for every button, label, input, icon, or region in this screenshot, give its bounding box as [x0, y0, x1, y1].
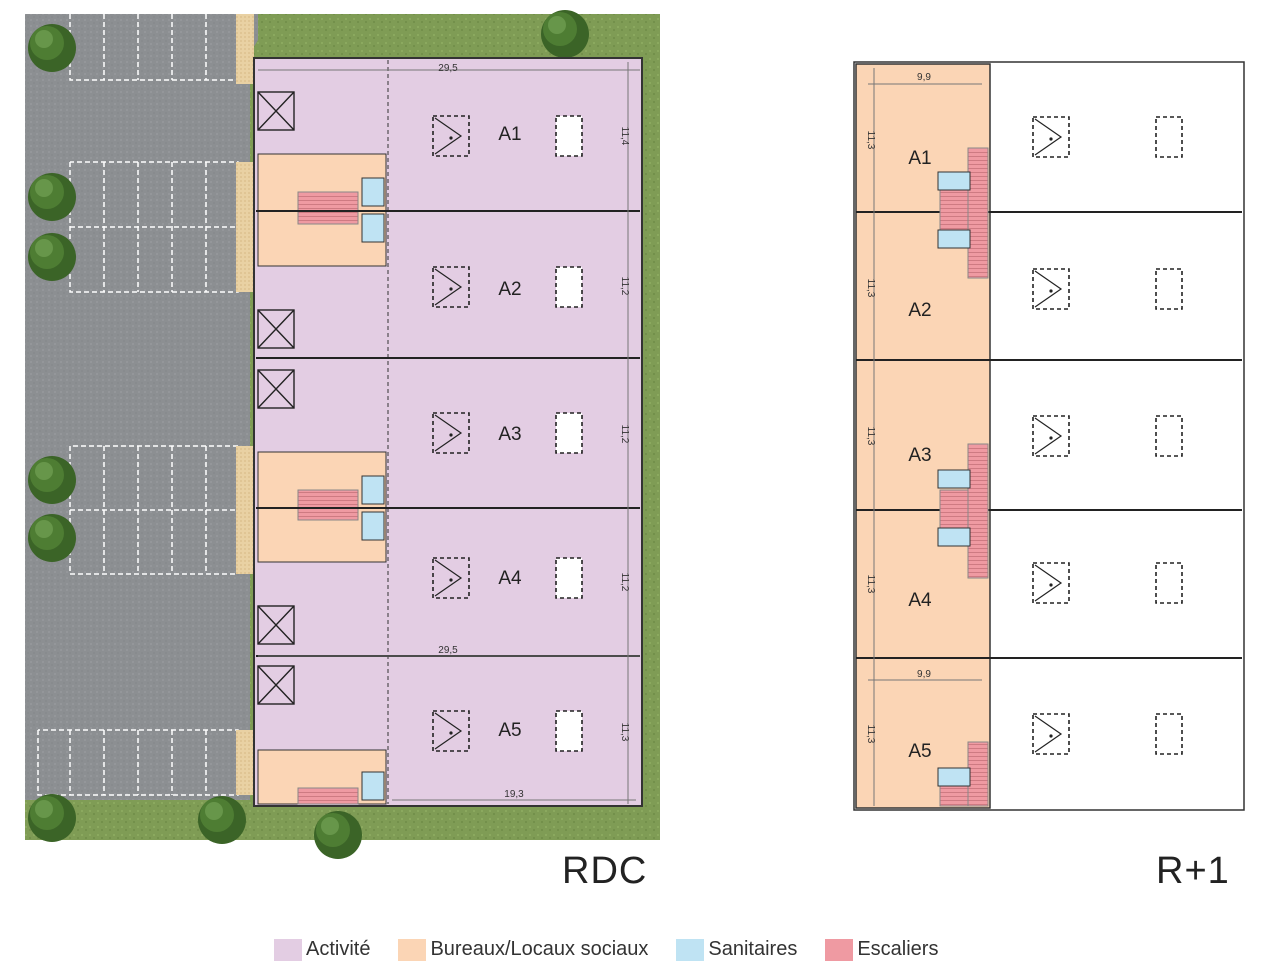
- tree-icon: [198, 796, 246, 844]
- rdc-title: RDC: [562, 850, 648, 892]
- tree-icon: [28, 233, 76, 281]
- r1-stairs: [939, 147, 989, 807]
- rdc-site: [25, 10, 660, 859]
- legend-swatch: [676, 938, 705, 961]
- r1-title: R+1: [1156, 850, 1230, 892]
- sand-strip: [236, 14, 254, 84]
- sand-strip: [236, 162, 254, 292]
- stairs-block: [297, 191, 359, 805]
- r1-unit-height-dim: 11,3: [865, 427, 876, 446]
- sand-strip: [236, 446, 254, 574]
- rdc-unit-label: A5: [498, 720, 521, 741]
- legend-swatch: [398, 938, 427, 961]
- r1-unit-label: A1: [908, 148, 931, 169]
- tree-icon: [28, 24, 76, 72]
- legend-label: Activité: [306, 938, 371, 960]
- rdc-unit-height-dim: 11,2: [619, 573, 630, 592]
- tree-icon: [541, 10, 589, 58]
- legend-item-escaliers: Escaliers: [825, 938, 938, 961]
- rdc-width-mid: 29,5: [438, 645, 458, 656]
- r1-unit-label: A3: [908, 445, 931, 466]
- r1-unit-label: A5: [908, 741, 931, 762]
- rdc-unit-label: A2: [498, 279, 521, 300]
- legend-item-bureaux: Bureaux/Locaux sociaux: [398, 938, 648, 961]
- r1-unit-separators: [856, 211, 1242, 659]
- tree-icon: [28, 794, 76, 842]
- legend-item-sanitaires: Sanitaires: [676, 938, 797, 961]
- tree-icon: [28, 173, 76, 221]
- legend: Activité Bureaux/Locaux sociaux Sanitair…: [274, 938, 966, 961]
- r1-sanitary: [937, 171, 971, 787]
- rdc-width-top: 29,5: [438, 63, 458, 74]
- legend-label: Bureaux/Locaux sociaux: [430, 938, 649, 960]
- tree-icon: [28, 514, 76, 562]
- legend-label: Escaliers: [857, 938, 939, 960]
- rdc-unit-label: A4: [498, 568, 522, 589]
- rdc-dimension-lines: [258, 62, 640, 804]
- sanitary-block: [361, 177, 385, 801]
- tree-icon: [314, 811, 362, 859]
- legend-swatch: [274, 938, 302, 961]
- legend-item-activite: Activité: [274, 938, 370, 961]
- r1-unit-height-dim: 11,3: [865, 725, 876, 744]
- r1-unit-height-dim: 11,3: [865, 575, 876, 594]
- r1-unit-height-dim: 11,3: [865, 131, 876, 150]
- legend-label: Sanitaires: [708, 938, 798, 960]
- rdc-unit-label: A1: [498, 124, 521, 145]
- r1-width-bottom: 9,9: [917, 669, 931, 680]
- rdc-unit-height-dim: 11,3: [619, 723, 630, 742]
- rdc-unit-label: A3: [498, 424, 521, 445]
- r1-width-top: 9,9: [917, 72, 931, 83]
- rdc-unit-height-dim: 11,2: [619, 425, 630, 444]
- r1-unit-height-dim: 11,3: [865, 279, 876, 298]
- sand-strip: [236, 730, 254, 795]
- r1-plan: [853, 61, 1245, 811]
- loading-doors: [257, 91, 295, 705]
- r1-dimension-lines: [868, 68, 982, 806]
- tree-icon: [28, 456, 76, 504]
- rdc-unit-height-dim: 11,4: [619, 127, 630, 146]
- r1-unit-label: A4: [908, 590, 932, 611]
- legend-swatch: [825, 938, 854, 961]
- r1-unit-label: A2: [908, 300, 931, 321]
- rdc-unit-height-dim: 11,2: [619, 277, 630, 296]
- rdc-inner-width: 19,3: [504, 789, 524, 800]
